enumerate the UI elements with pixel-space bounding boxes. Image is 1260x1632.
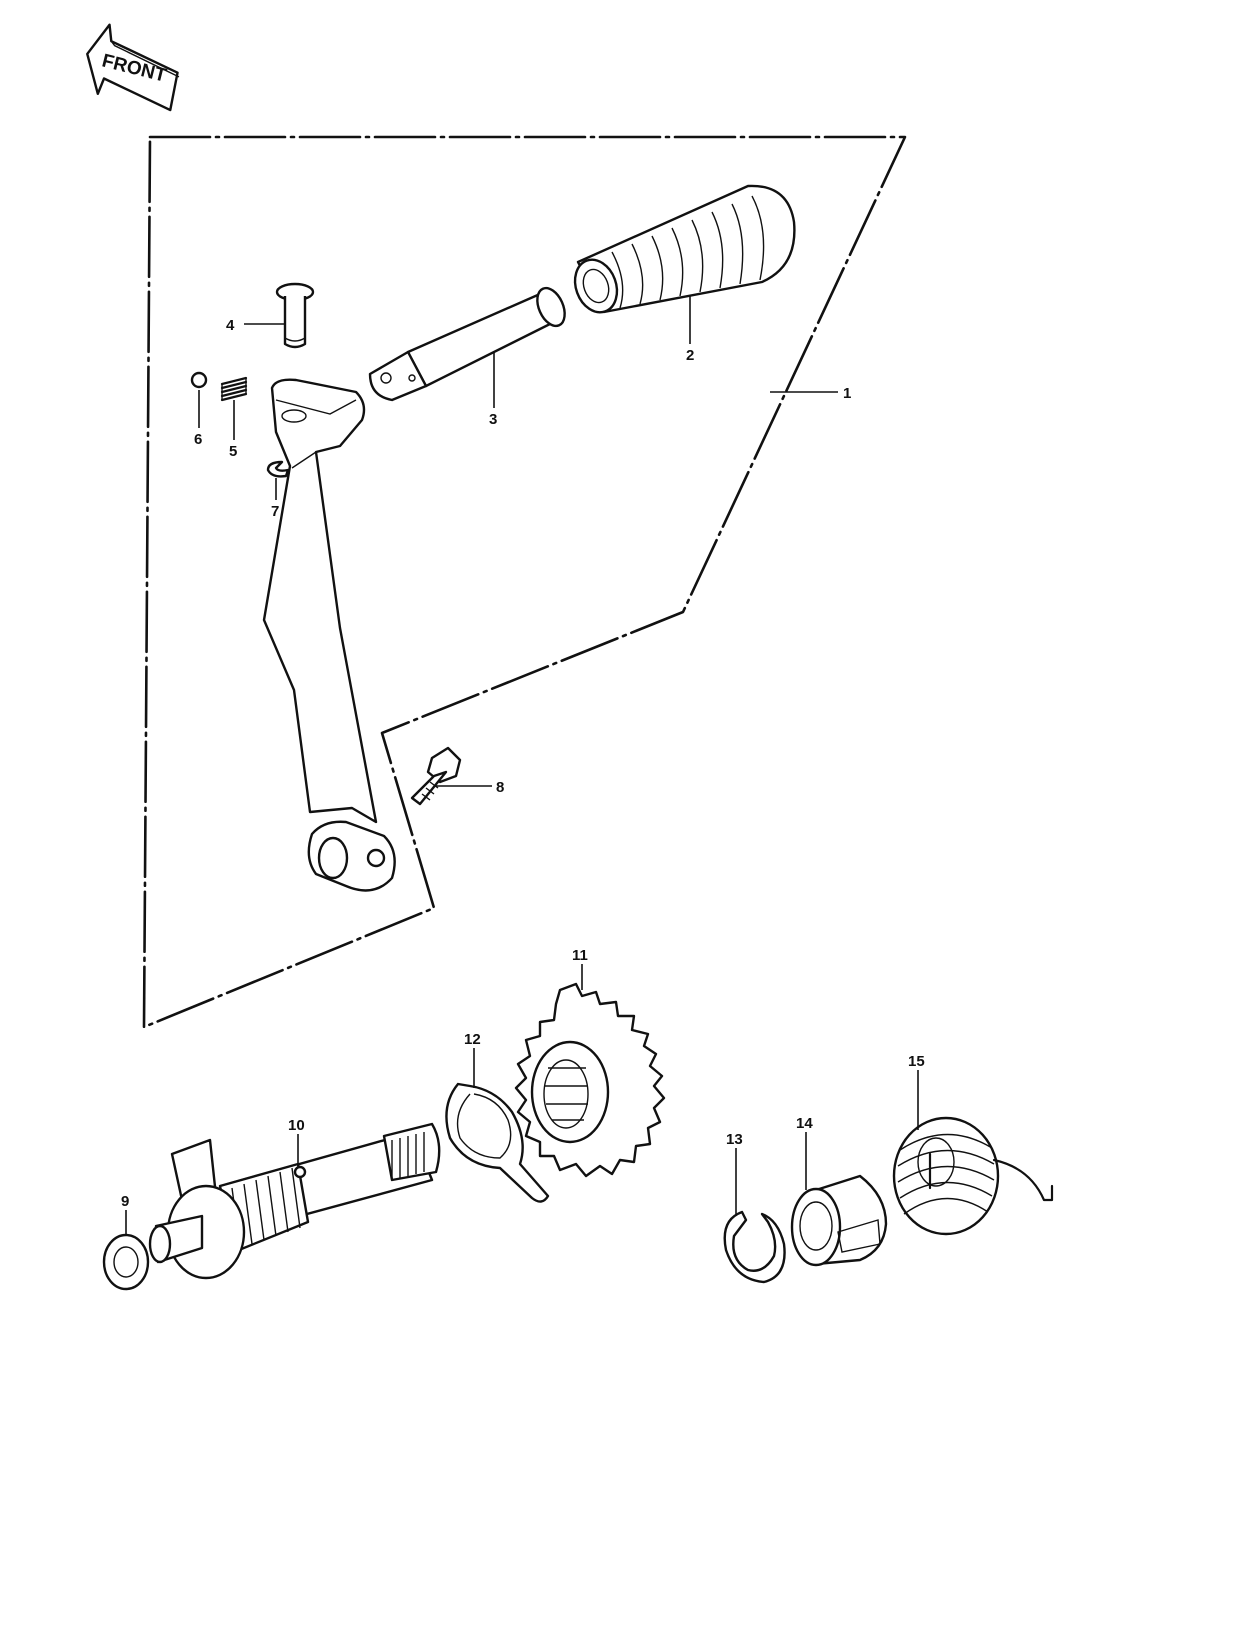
callout-9: 9: [121, 1193, 129, 1210]
callout-3: 3: [489, 411, 497, 428]
callout-4: 4: [226, 317, 235, 334]
kick-gear: [514, 982, 666, 1178]
circlip: [723, 1210, 786, 1284]
front-arrow: FRONT: [86, 23, 180, 112]
kick-spring-guide: [445, 1082, 550, 1203]
detent-spring: [220, 376, 248, 402]
kick-shaft: [148, 1122, 441, 1280]
kick-return-spring: [892, 1116, 1054, 1236]
pedal-circlip: [266, 460, 290, 478]
pedal-pin: [275, 282, 315, 349]
callout-7: 7: [271, 503, 279, 520]
detent-ball: [190, 371, 208, 389]
callout-2: 2: [686, 347, 694, 364]
thrust-washer: [102, 1233, 150, 1291]
callout-10: 10: [288, 1117, 305, 1134]
callout-11: 11: [572, 947, 588, 964]
callout-12: 12: [464, 1031, 481, 1048]
leader-lines: [125, 296, 919, 1236]
kick-grip-rubber: [573, 184, 796, 314]
callout-8: 8: [496, 779, 504, 796]
assembly-outline: [142, 135, 907, 1029]
callout-13: 13: [726, 1131, 743, 1148]
kick-pedal-shaft: [368, 286, 566, 402]
callout-14: 14: [796, 1115, 813, 1132]
callout-5: 5: [229, 443, 237, 460]
kick-ratchet: [790, 1174, 888, 1267]
callout-15: 15: [908, 1053, 925, 1070]
callout-1: 1: [843, 385, 851, 402]
pedal-bolt: [410, 746, 462, 806]
callout-6: 6: [194, 431, 202, 448]
kick-pedal-arm: [262, 378, 396, 892]
